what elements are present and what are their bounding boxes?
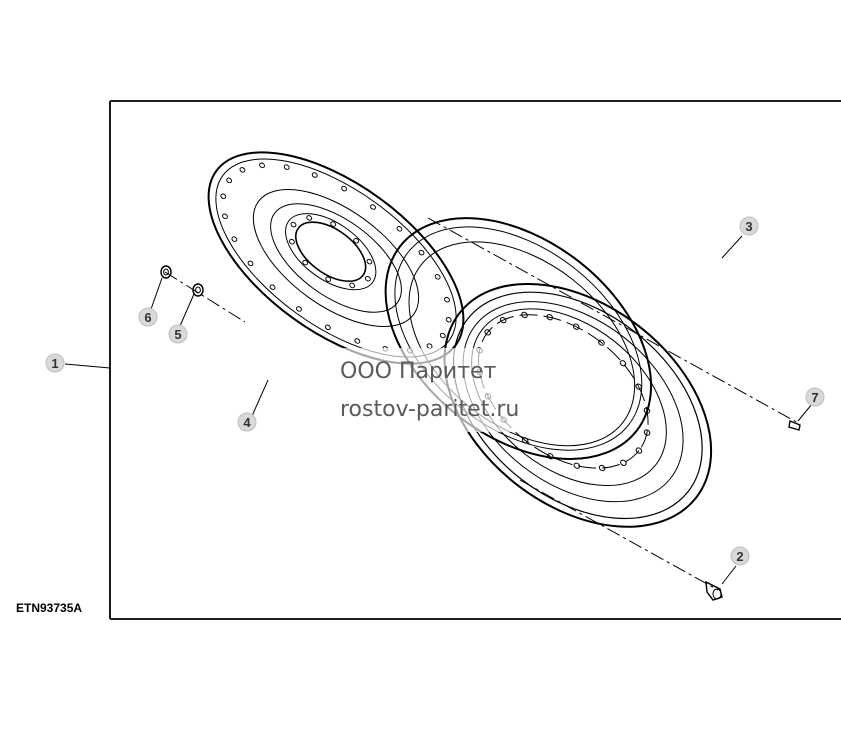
valve-part-7 bbox=[788, 420, 801, 431]
washer-part-5 bbox=[192, 283, 204, 297]
assembly-centerlines bbox=[164, 217, 801, 591]
disk-bolt-hole bbox=[426, 343, 433, 349]
watermark: ООО Паритет rostov-paritet.ru bbox=[272, 348, 572, 432]
callout-6: 6 bbox=[138, 307, 158, 327]
watermark-company: ООО Паритет bbox=[340, 359, 497, 384]
hub-bolt-hole bbox=[364, 275, 371, 282]
rim-lug-hole bbox=[643, 429, 651, 436]
disk-bolt-hole bbox=[439, 332, 446, 339]
rim-lug-hole bbox=[643, 407, 651, 414]
diagram-frame bbox=[109, 100, 841, 620]
rim-lug-hole bbox=[573, 462, 581, 469]
disk-bolt-hole bbox=[434, 274, 441, 280]
disk-bolt-hole bbox=[370, 204, 376, 210]
disk-bolt-hole bbox=[283, 164, 290, 170]
bolt-part-2 bbox=[705, 580, 723, 601]
callout-4-label: 4 bbox=[243, 415, 251, 430]
disk-bolt-hole bbox=[259, 162, 265, 169]
callout-5-label: 5 bbox=[174, 327, 181, 342]
rim-lug-hole bbox=[635, 383, 642, 390]
disk-bolt-hole bbox=[418, 249, 425, 256]
disk-bolt-hole bbox=[324, 324, 331, 331]
hub-bolt-hole bbox=[349, 282, 356, 289]
hub-bolt-hole bbox=[289, 238, 295, 245]
callout-1-label: 1 bbox=[51, 356, 58, 371]
rim-lug-hole bbox=[635, 447, 643, 454]
rim-lug-hole bbox=[598, 339, 605, 346]
rim-lug-hole bbox=[547, 453, 554, 460]
disk-hub-holes bbox=[289, 215, 373, 289]
disk-bolt-hole bbox=[247, 260, 254, 267]
callout-5: 5 bbox=[168, 324, 188, 344]
callout-6-label: 6 bbox=[144, 310, 151, 325]
hub-bolt-hole bbox=[302, 259, 309, 266]
callout-7: 7 bbox=[805, 387, 825, 407]
rim-lug-hole bbox=[620, 459, 627, 466]
disk-bolt-hole bbox=[354, 338, 361, 344]
disk-bolt-hole bbox=[222, 213, 228, 220]
callout-2: 2 bbox=[730, 546, 750, 566]
rim-lug-hole bbox=[484, 329, 491, 336]
rim-lug-hole bbox=[521, 311, 528, 319]
rim-lug-hole bbox=[546, 314, 554, 321]
callout-2-label: 2 bbox=[736, 549, 743, 564]
disk-bolt-hole bbox=[445, 316, 452, 323]
disk-bolt-hole bbox=[396, 226, 403, 232]
hub-bolt-hole bbox=[330, 221, 337, 227]
disk-bolt-hole bbox=[269, 284, 276, 290]
leader-lines bbox=[64, 235, 813, 585]
nut-part-6 bbox=[160, 265, 172, 279]
watermark-site: rostov-paritet.ru bbox=[340, 397, 519, 422]
disk-bolt-hole bbox=[311, 172, 318, 178]
disk-bolt-hole bbox=[220, 193, 227, 200]
rim-lug-hole bbox=[521, 437, 529, 444]
callout-7-label: 7 bbox=[811, 390, 818, 405]
hub-bolt-hole bbox=[290, 221, 297, 228]
figure-id: ETN93735A bbox=[16, 601, 82, 615]
disk-bolt-hole bbox=[239, 167, 246, 173]
callout-1: 1 bbox=[45, 353, 65, 373]
disk-bolt-hole bbox=[444, 296, 450, 303]
callout-3-label: 3 bbox=[745, 219, 752, 234]
callout-4: 4 bbox=[237, 412, 257, 432]
center-disk-drawing bbox=[207, 151, 465, 365]
callout-3: 3 bbox=[739, 216, 759, 236]
hub-bolt-hole bbox=[325, 276, 332, 283]
disk-bolt-hole bbox=[296, 306, 302, 312]
rim-lug-hole bbox=[572, 323, 580, 330]
hub-bolt-hole bbox=[366, 258, 373, 265]
disk-bolt-hole bbox=[226, 177, 233, 184]
hub-bolt-hole bbox=[306, 215, 313, 221]
disk-bolt-hole bbox=[231, 236, 238, 242]
rim-lug-hole bbox=[619, 360, 627, 367]
hub-bolt-hole bbox=[353, 237, 360, 244]
rim-lug-hole bbox=[598, 464, 606, 472]
rim-lug-hole bbox=[499, 316, 507, 324]
disk-bolt-hole bbox=[341, 185, 348, 192]
